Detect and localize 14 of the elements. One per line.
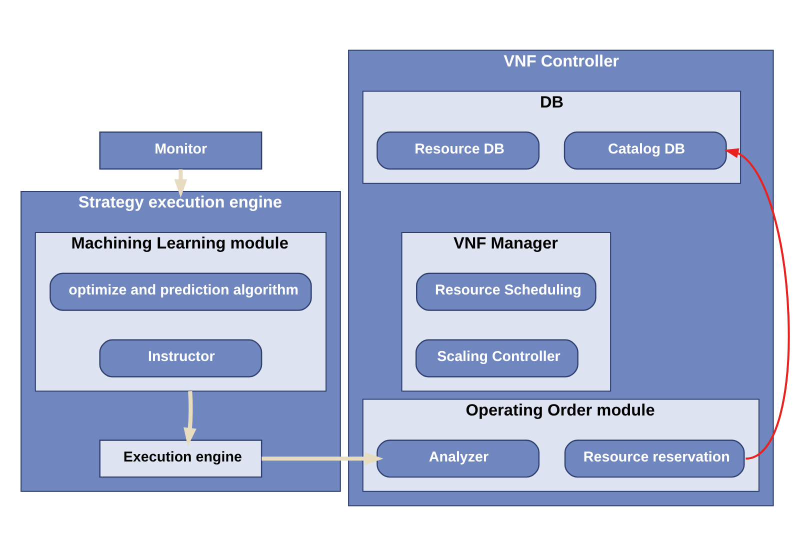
arrow	[184, 390, 196, 446]
node-box: Resource DB	[376, 131, 540, 170]
node-box: Monitor	[99, 131, 262, 170]
arrow	[174, 168, 188, 198]
arrow	[262, 452, 384, 465]
arrow	[724, 148, 790, 460]
node-box: Scaling Controller	[416, 338, 578, 377]
node-box: Catalog DB	[564, 131, 727, 170]
node-box: Resource Scheduling	[416, 272, 596, 310]
node-box: Execution engine	[99, 439, 262, 478]
node-box: Resource reservation	[564, 439, 745, 478]
node-box: optimize and prediction algorithm	[50, 272, 312, 310]
node-box: Analyzer	[376, 439, 540, 478]
node-box: Instructor	[99, 338, 262, 377]
